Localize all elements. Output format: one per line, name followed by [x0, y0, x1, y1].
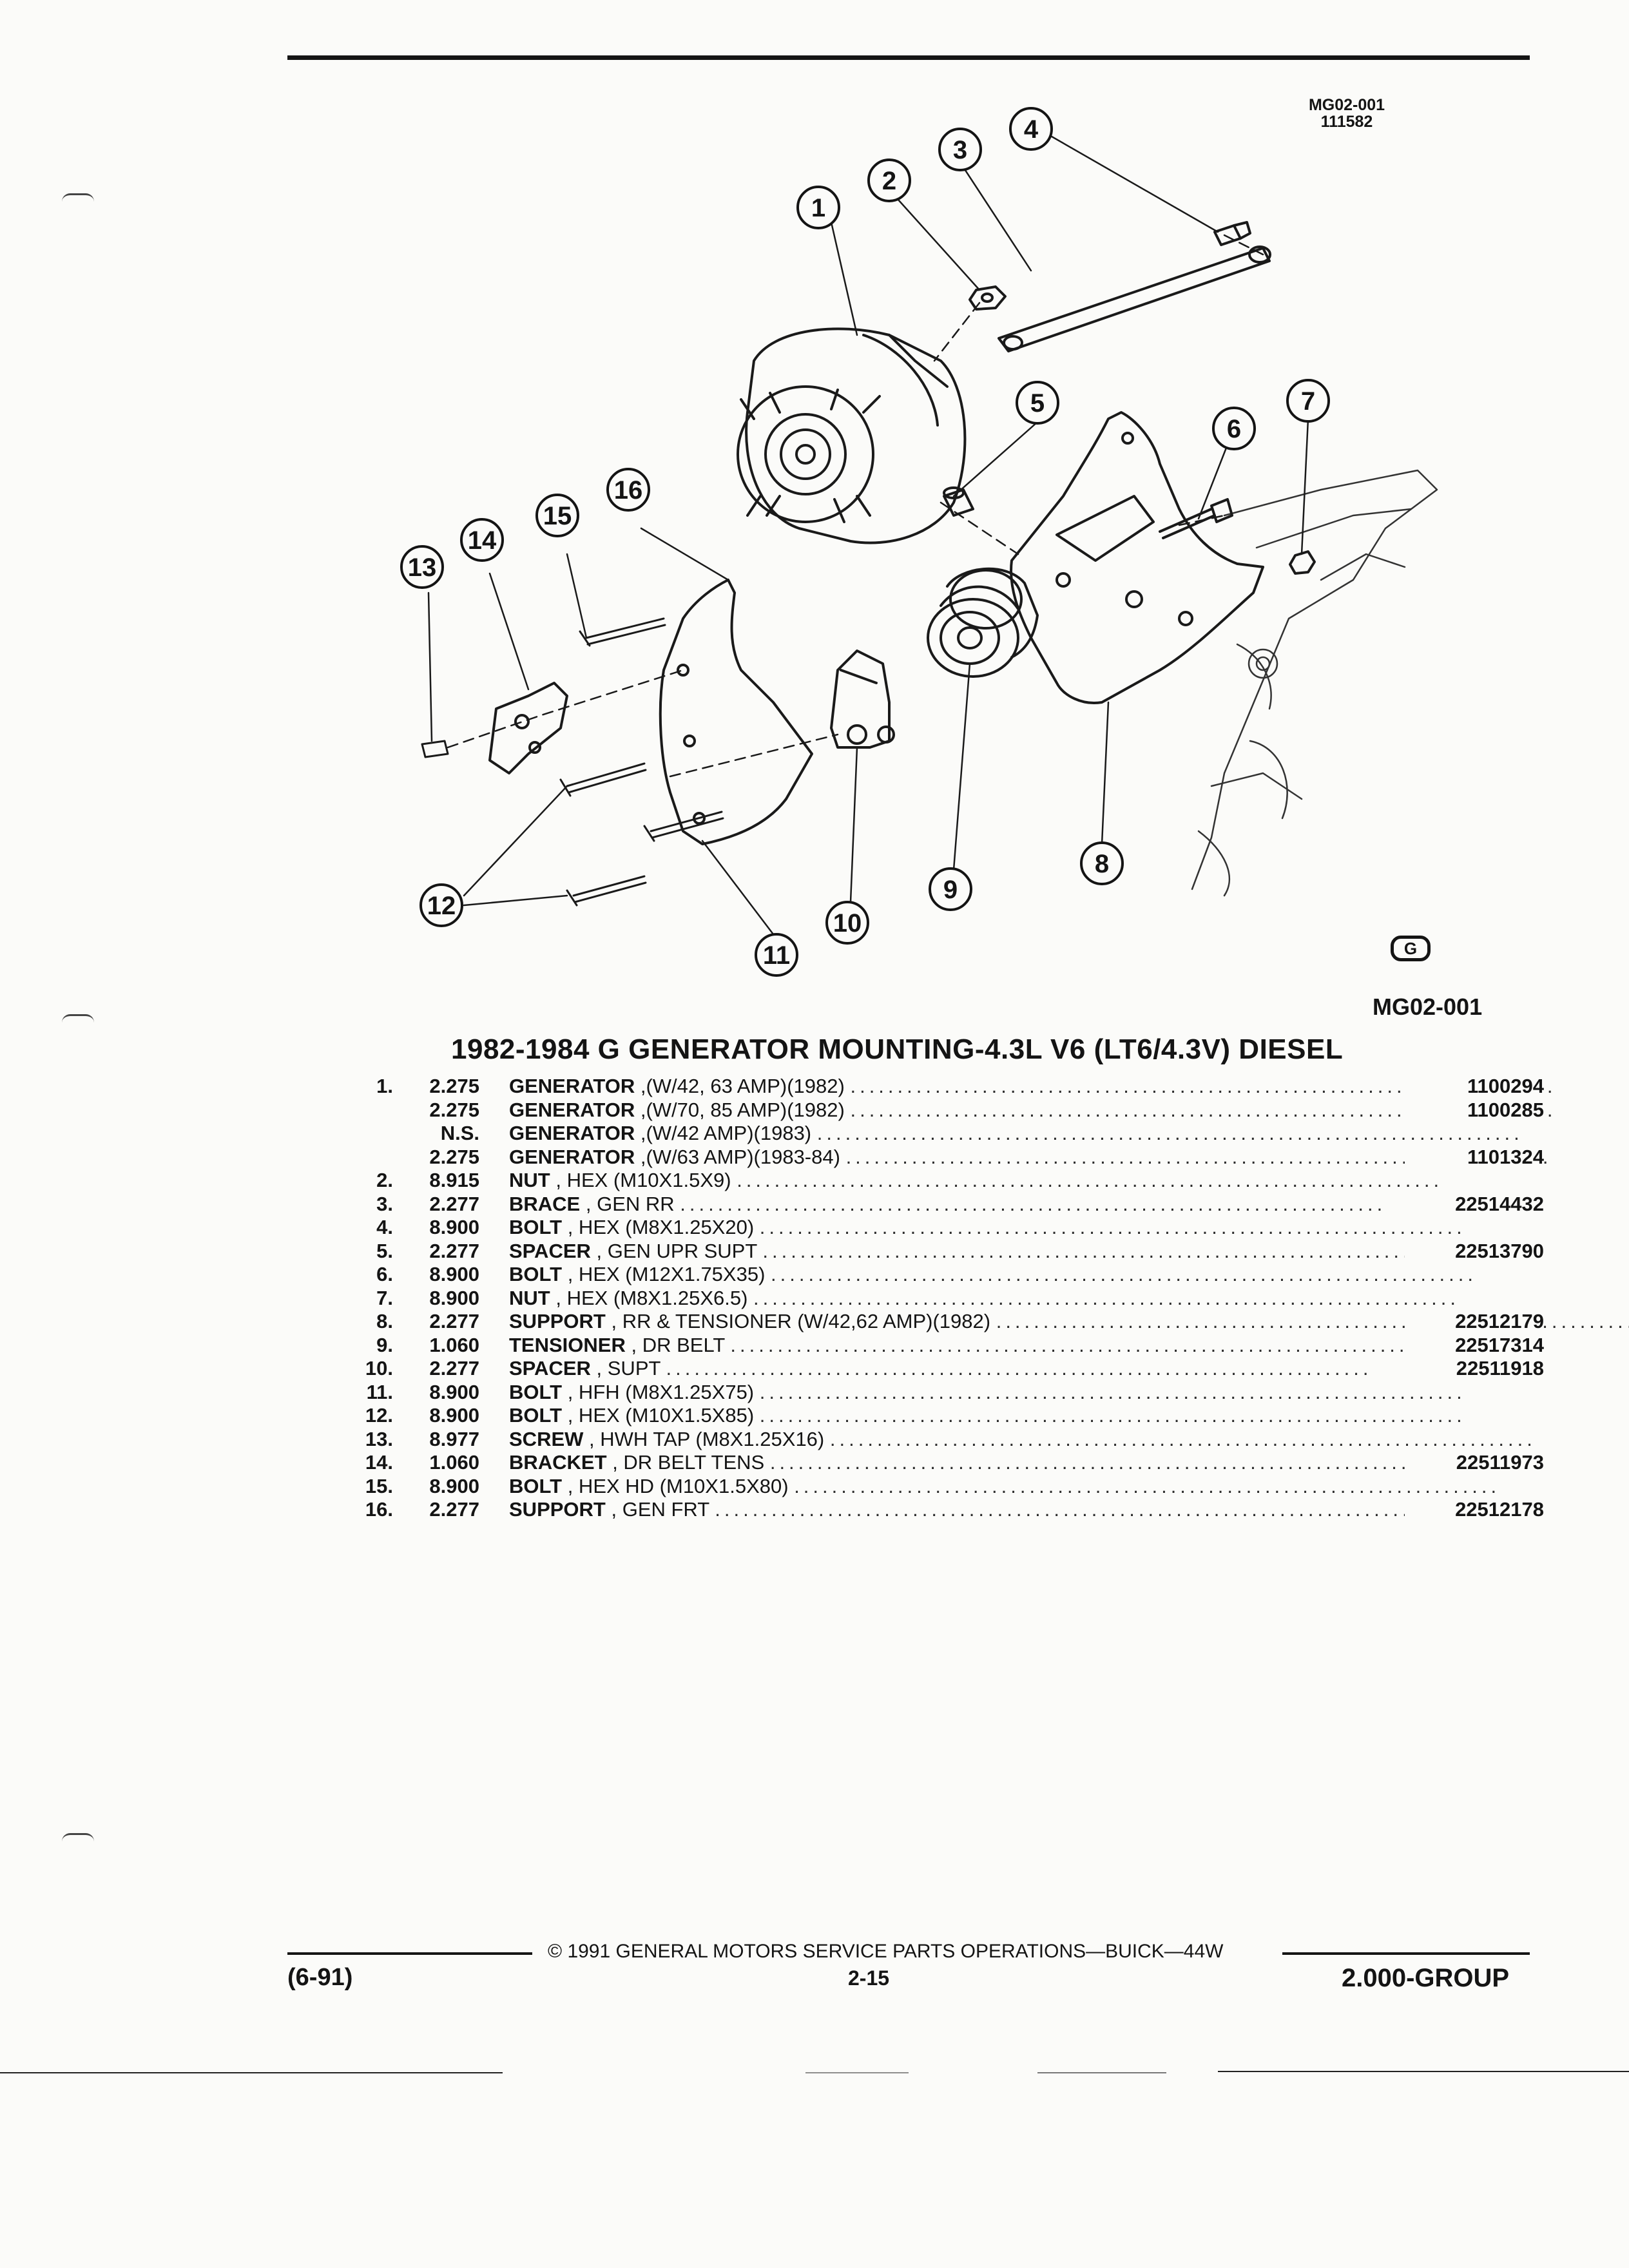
part-row: N.S.GENERATOR ,(W/42 AMP)(1983) ........… [440, 1122, 1523, 1144]
generator-part [737, 327, 967, 544]
callout-12: 12 [419, 883, 463, 927]
scan-artifact-line [0, 2072, 503, 2073]
footer-copyright: © 1991 GENERAL MOTORS SERVICE PARTS OPER… [548, 1941, 1224, 1962]
svg-text:14: 14 [468, 526, 497, 555]
ref-date: 111582 [1320, 113, 1373, 131]
footer-rule-left [287, 1952, 532, 1955]
exploded-diagram: 1 2 3 4 5 6 7 8 9 10 11 12 13 14 15 16 [400, 107, 1438, 977]
svg-text:10: 10 [833, 909, 862, 937]
svg-text:7: 7 [1301, 387, 1315, 416]
svg-text:5: 5 [1030, 389, 1045, 418]
scan-artifact-line [1218, 2071, 1629, 2072]
footer-date: (6-91) [287, 1964, 353, 1991]
callout-1: 1 [796, 186, 840, 229]
engine-block-outline [1191, 469, 1438, 897]
callout-2: 2 [867, 159, 911, 202]
bolt-part-15 [579, 617, 666, 647]
bracket-part-14 [488, 682, 568, 774]
callout-16: 16 [606, 468, 650, 512]
spacer-part-10 [830, 649, 895, 749]
callout-10: 10 [825, 901, 869, 945]
callout-13: 13 [400, 545, 444, 589]
svg-text:13: 13 [408, 553, 437, 582]
tensioner-part-9 [927, 567, 1039, 678]
callout-4: 4 [1009, 107, 1053, 151]
svg-text:9: 9 [943, 876, 958, 904]
nut-part-7 [1289, 550, 1316, 575]
support-part-8 [1010, 411, 1264, 704]
scan-artifact-mark [62, 193, 94, 202]
footer-rule-right [1282, 1952, 1530, 1955]
callout-11: 11 [755, 933, 798, 977]
footer-page-number: 2-15 [848, 1966, 890, 1990]
svg-text:11: 11 [763, 941, 790, 970]
figure-id: MG02-001 [1373, 994, 1483, 1020]
ref-code: MG02-001 [1308, 96, 1385, 114]
leader-lines [427, 131, 1309, 936]
bolt-part-12a [559, 762, 647, 797]
svg-text:3: 3 [953, 136, 967, 164]
svg-text:8: 8 [1095, 850, 1109, 878]
bolt-part-4 [1213, 221, 1251, 246]
callout-5: 5 [1016, 381, 1059, 425]
top-rule [287, 55, 1530, 60]
callout-8: 8 [1080, 841, 1124, 885]
bolt-part-11 [643, 811, 724, 842]
spacer-part-5 [943, 486, 974, 517]
footer-group: 2.000-GROUP [1342, 1964, 1510, 1992]
scan-artifact-mark [62, 1014, 94, 1023]
callout-6: 6 [1212, 407, 1256, 450]
svg-text:12: 12 [427, 892, 456, 920]
callout-15: 15 [535, 494, 579, 537]
bolt-part-6 [1159, 498, 1233, 539]
page-title: 1982-1984 G GENERATOR MOUNTING-4.3L V6 (… [451, 1033, 1344, 1065]
svg-text:4: 4 [1024, 115, 1039, 144]
svg-text:2: 2 [882, 167, 896, 195]
callout-14: 14 [460, 518, 504, 562]
callout-7: 7 [1286, 379, 1330, 423]
ref-code-block: MG02-001 111582 [1289, 97, 1405, 130]
scan-artifact-mark [62, 1833, 94, 1841]
svg-text:15: 15 [543, 502, 572, 530]
screw-part-13 [421, 740, 449, 758]
brace-part [998, 245, 1271, 352]
svg-text:16: 16 [614, 476, 643, 505]
scan-artifact-line [805, 2072, 909, 2073]
svg-text:1: 1 [811, 194, 825, 222]
g-logo-icon: G [1391, 936, 1431, 961]
callout-9: 9 [929, 867, 972, 911]
nut-part [969, 285, 1007, 311]
support-part-16 [659, 579, 813, 845]
callout-3: 3 [938, 128, 982, 171]
svg-text:6: 6 [1227, 415, 1241, 443]
assembly-lines [447, 234, 1264, 778]
scan-artifact-line [1037, 2072, 1166, 2073]
bolt-part-12b [566, 875, 647, 907]
